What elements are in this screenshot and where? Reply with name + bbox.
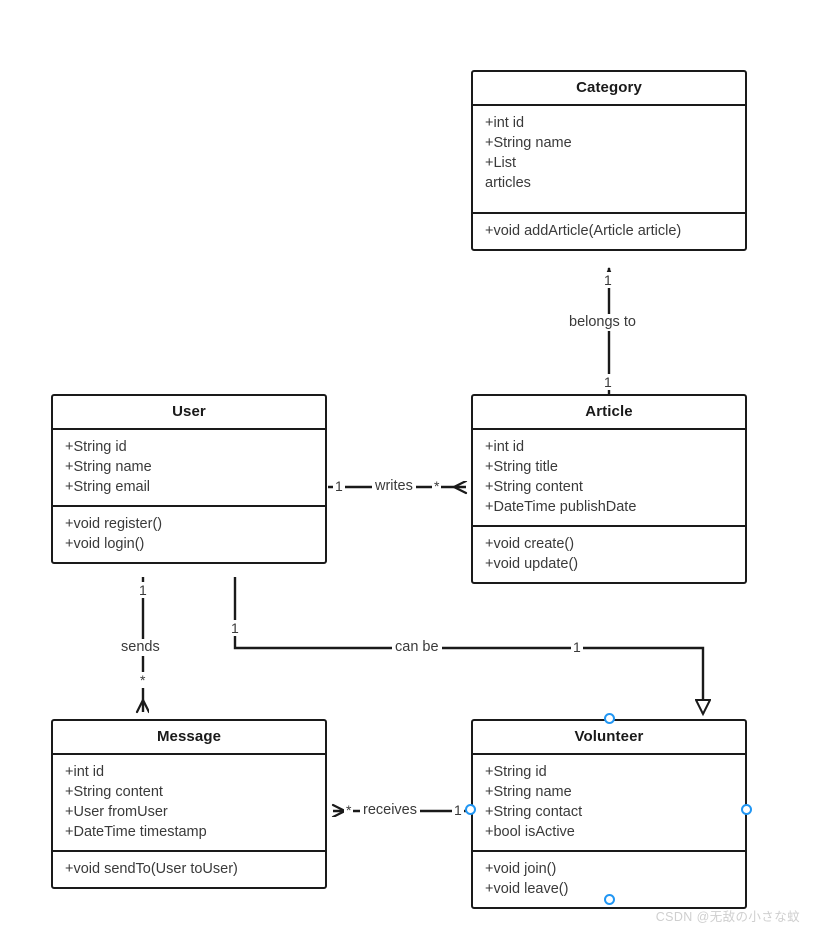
multiplicity-receives-target: * bbox=[344, 802, 354, 818]
class-attributes-user: +String id +String name +String email bbox=[53, 430, 325, 507]
class-title-message: Message bbox=[53, 721, 325, 755]
attribute-line: +String id bbox=[485, 764, 547, 780]
class-methods-article: +void create() +void update() bbox=[473, 527, 745, 582]
attribute-line: +int id bbox=[485, 115, 525, 131]
attribute-line: +String content bbox=[485, 479, 583, 495]
class-title-user: User bbox=[53, 396, 325, 430]
multiplicity-sends-source: 1 bbox=[137, 582, 149, 598]
class-box-category[interactable]: Category +int id +String name +List arti… bbox=[471, 70, 747, 251]
method-line: +void register() bbox=[65, 516, 163, 532]
attribute-line: +String id bbox=[65, 439, 127, 455]
multiplicity-receives-source: 1 bbox=[452, 802, 464, 818]
selection-handle-top[interactable] bbox=[604, 713, 615, 724]
class-title-article: Article bbox=[473, 396, 745, 430]
class-attributes-category: +int id +String name +List articles bbox=[473, 106, 745, 214]
attribute-line: +String contact bbox=[485, 804, 583, 820]
class-box-volunteer[interactable]: Volunteer +String id +String name +Strin… bbox=[471, 719, 747, 909]
multiplicity-can-be-source: 1 bbox=[229, 620, 241, 636]
method-line: +void leave() bbox=[485, 881, 569, 897]
method-line: +void addArticle(Article article) bbox=[485, 223, 682, 239]
edge-label-belongs-to: belongs to bbox=[566, 314, 639, 331]
selection-handle-left[interactable] bbox=[465, 804, 476, 815]
attribute-line: +int id bbox=[485, 439, 525, 455]
method-line: +void update() bbox=[485, 556, 579, 572]
attribute-line: +String name bbox=[65, 459, 152, 475]
class-methods-category: +void addArticle(Article article) bbox=[473, 214, 745, 249]
class-title-category: Category bbox=[473, 72, 745, 106]
class-attributes-volunteer: +String id +String name +String contact … bbox=[473, 755, 745, 852]
method-line: +void create() bbox=[485, 536, 575, 552]
class-box-message[interactable]: Message +int id +String content +User fr… bbox=[51, 719, 327, 889]
class-methods-volunteer: +void join() +void leave() bbox=[473, 852, 745, 907]
multiplicity-sends-target: * bbox=[138, 672, 148, 688]
method-line: +void login() bbox=[65, 536, 145, 552]
class-box-user[interactable]: User +String id +String name +String ema… bbox=[51, 394, 327, 564]
attribute-line: +User fromUser bbox=[65, 804, 168, 820]
multiplicity-writes-source: 1 bbox=[333, 478, 345, 494]
attribute-line: +String title bbox=[485, 459, 558, 475]
class-methods-user: +void register() +void login() bbox=[53, 507, 325, 562]
multiplicity-belongs-to-source: 1 bbox=[602, 374, 614, 390]
class-title-volunteer: Volunteer bbox=[473, 721, 745, 755]
watermark-text: CSDN @无敌の小さな蚊 bbox=[655, 910, 800, 924]
edge-label-can-be: can be bbox=[392, 639, 442, 656]
attribute-line: +DateTime publishDate bbox=[485, 499, 637, 515]
attribute-line: +int id bbox=[65, 764, 105, 780]
attribute-line: articles bbox=[485, 175, 531, 191]
attribute-line: +String content bbox=[65, 784, 163, 800]
method-line: +void join() bbox=[485, 861, 557, 877]
attribute-line: +bool isActive bbox=[485, 824, 575, 840]
selection-handle-bottom[interactable] bbox=[604, 894, 615, 905]
multiplicity-belongs-to-target: 1 bbox=[602, 272, 614, 288]
attribute-line: +DateTime timestamp bbox=[65, 824, 207, 840]
selection-handle-right[interactable] bbox=[741, 804, 752, 815]
multiplicity-can-be-target: 1 bbox=[571, 639, 583, 655]
method-line: +void sendTo(User toUser) bbox=[65, 861, 238, 877]
multiplicity-writes-target: * bbox=[432, 478, 442, 494]
attribute-line: +String name bbox=[485, 135, 572, 151]
attribute-line: +String email bbox=[65, 479, 151, 495]
edge-label-writes: writes bbox=[372, 478, 416, 495]
class-attributes-message: +int id +String content +User fromUser +… bbox=[53, 755, 325, 852]
class-methods-message: +void sendTo(User toUser) bbox=[53, 852, 325, 887]
edge-label-receives: receives bbox=[360, 802, 420, 819]
class-box-article[interactable]: Article +int id +String title +String co… bbox=[471, 394, 747, 584]
attribute-line: +List bbox=[485, 155, 517, 171]
connector-can-be bbox=[233, 577, 703, 714]
edge-label-sends: sends bbox=[118, 639, 163, 656]
class-attributes-article: +int id +String title +String content +D… bbox=[473, 430, 745, 527]
attribute-line: +String name bbox=[485, 784, 572, 800]
